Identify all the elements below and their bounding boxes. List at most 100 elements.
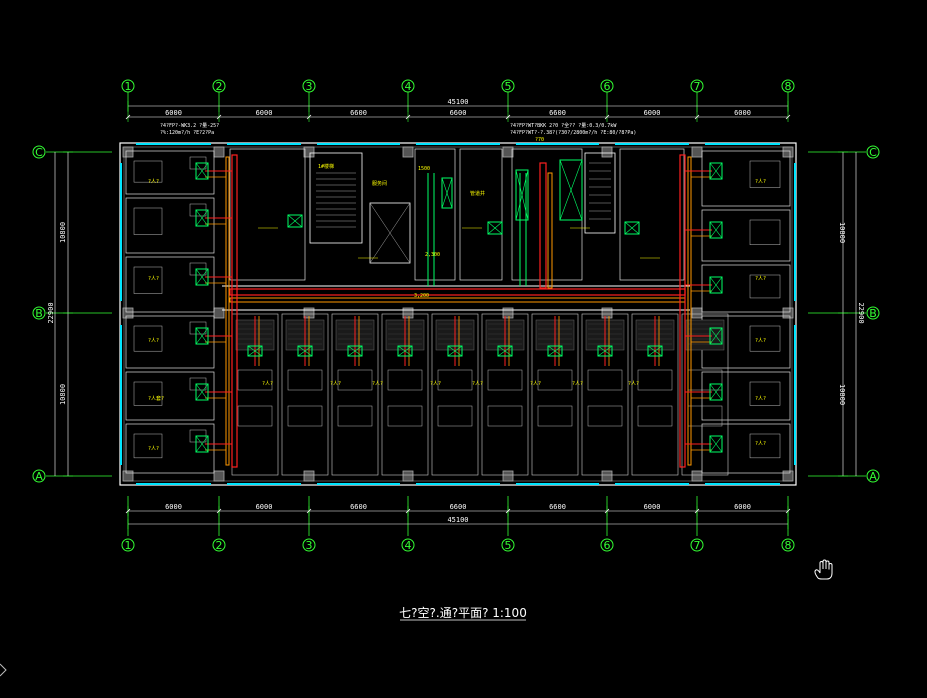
fan-coil-x [547,345,563,357]
dim-text: 10800 [838,384,846,405]
room-label: ?人? [148,446,159,452]
fan-coil-unit [597,345,613,357]
guest-room [581,313,629,476]
fan-coil-unit [441,177,453,209]
column [213,146,225,158]
bed [487,405,523,427]
fan-coil-body [624,221,640,235]
guest-room [125,256,215,313]
axis-label: 1 [125,539,132,552]
bed [587,405,623,427]
fan-coil-body [647,345,663,357]
room-label: ?人? [572,381,583,387]
bed [387,405,423,427]
dim-tick [505,114,511,120]
fan-coil-x [709,327,723,345]
supply-duct [231,154,238,468]
elevator-x [369,202,411,264]
fan-coil-unit [195,327,209,345]
bed [287,405,323,427]
return-duct [547,172,553,289]
room-label: ?人? [148,338,159,344]
bed [133,266,163,294]
fan-coil-x [195,209,209,227]
room-label: ?人? [755,441,766,447]
room-label: ?人? [148,179,159,185]
bed [749,325,781,352]
fan-coil-unit [709,276,723,294]
fan-coil-body [709,221,723,239]
room-label: ?人? [372,381,383,387]
axis-bubble [600,538,614,552]
column [502,146,514,158]
fan-coil-unit [195,268,209,286]
column [601,146,613,158]
guest-room [631,313,679,476]
axis-label: 6 [604,80,611,93]
equipment-notes: ?4?FP?-WK3.2 ?量-25? ?%:120m?/h ?E?2?Pa ?… [160,122,636,136]
fan-coil-x [195,435,209,453]
fan-coil-x [447,345,463,357]
guest-room [281,313,329,476]
guest-room [125,371,215,421]
fan-coil-body [397,345,413,357]
fan-coil-unit [547,345,563,357]
axis-bubble [501,79,515,93]
fan-coil-x [441,177,453,209]
dim-text: 6600 [350,503,367,511]
fan-coil-body [547,345,563,357]
guest-room [125,423,215,474]
hand-pan-icon [814,559,833,580]
axis-bubble [866,469,880,483]
dim-tick [505,508,511,514]
room-label: ?人? [330,381,341,387]
fan-coil-unit [247,345,263,357]
fan-coil-body [487,221,503,235]
fan-coil-body [709,383,723,401]
bed [749,433,781,459]
guest-room [701,371,791,421]
axis-label: A [35,470,43,483]
dim-tick [216,114,222,120]
dim-text: 6600 [450,503,467,511]
column [213,307,225,319]
bed [637,369,673,391]
axis-label: 3 [306,539,313,552]
column [303,146,315,158]
bed [133,207,163,235]
supply-duct [539,162,547,289]
bed [237,369,273,391]
fan-coil-body [195,209,209,227]
guest-room [381,313,429,476]
fan-coil-unit [559,159,583,221]
bed [749,160,781,188]
column [213,470,225,482]
axis-label: C [869,146,877,159]
dim-text: 6600 [450,109,467,117]
room-label: 服务间 [372,180,387,187]
room-label: 1#楼梯 [318,163,334,170]
dim-tick [604,508,610,514]
fan-coil-x [247,345,263,357]
dim-text: 6000 [644,109,661,117]
elevator [369,202,411,264]
axis-label: 4 [405,539,412,552]
fan-coil-unit [487,221,503,235]
axis-bubble [121,538,135,552]
bed [537,405,573,427]
guest-room [431,313,479,476]
dim-text: 6600 [350,109,367,117]
axis-label: 3 [306,80,313,93]
dim-text: 6000 [256,503,273,511]
fan-coil-unit [447,345,463,357]
room-label: ?人套? [148,395,164,402]
dim-tick [785,508,791,514]
axis-label: B [869,307,877,320]
dim-text: 6600 [549,503,566,511]
room-label: ?人? [755,179,766,185]
axis-bubble [781,538,795,552]
fan-coil-body [347,345,363,357]
fan-coil-x [624,221,640,235]
fan-coil-body [297,345,313,357]
